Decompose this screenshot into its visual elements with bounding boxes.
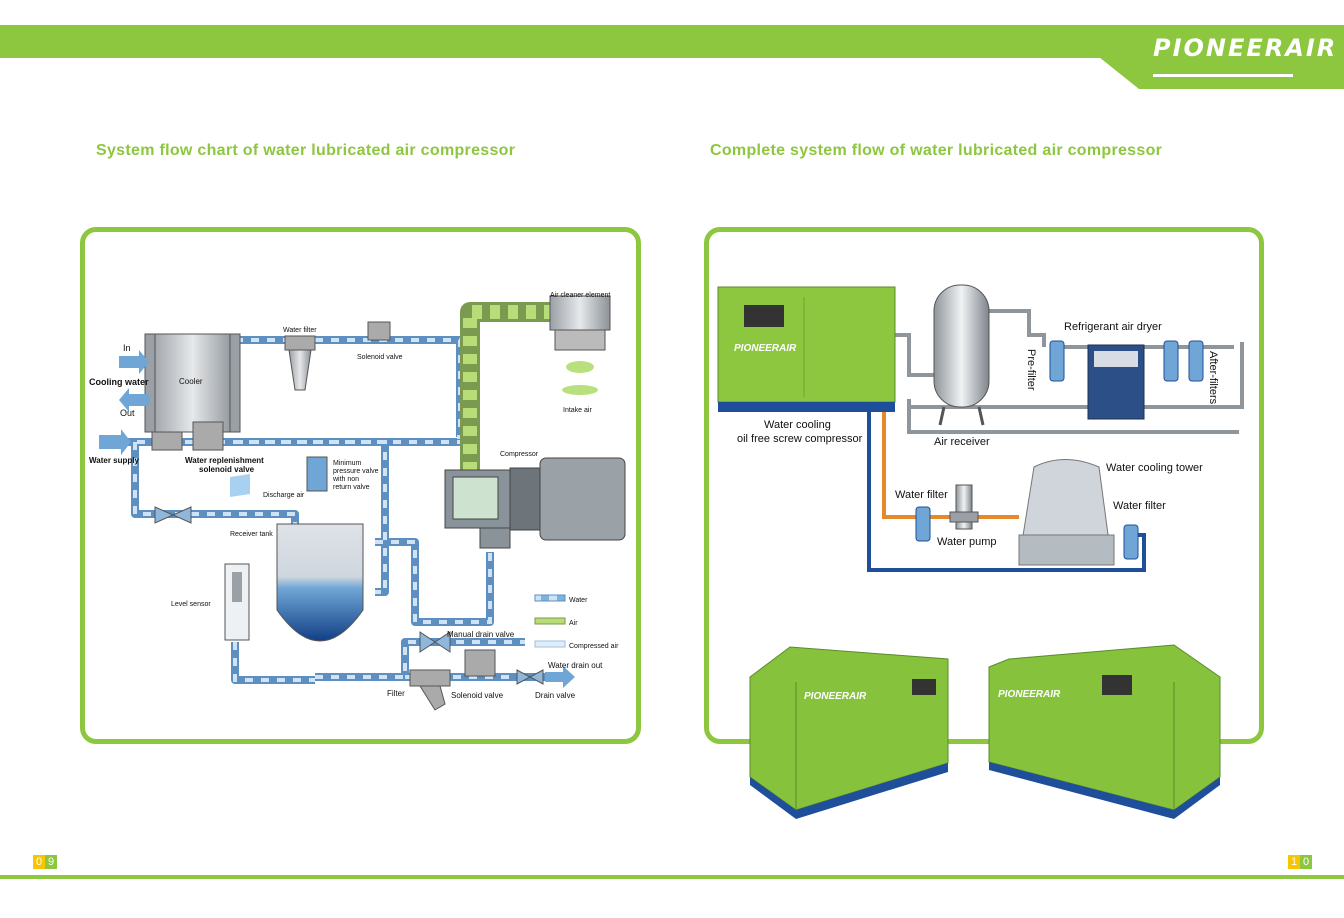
label-solenoid-valve-top: Solenoid valve [357, 354, 403, 361]
label-receiver-tank: Receiver tank [230, 531, 273, 538]
label-water-supply: Water supply [89, 456, 139, 465]
label-water-drain-out: Water drain out [548, 661, 603, 670]
cooler [144, 333, 241, 433]
unit-left-logo: PIONEERAIR [804, 691, 867, 702]
compressor [444, 457, 626, 549]
air-receiver [933, 284, 990, 426]
water-cooling-tower [1018, 459, 1115, 566]
label-compressor-2: oil free screw compressor [737, 433, 863, 445]
label-after-filters: After-filters [1207, 351, 1219, 405]
unit-right-logo: PIONEERAIR [998, 689, 1061, 700]
label-water-replenishment: Water replenishment [185, 456, 264, 465]
label-air-cleaner: Air cleaner element [550, 292, 610, 299]
solenoid-valve-top [367, 321, 391, 341]
logo-tab [1094, 25, 1344, 89]
page-number-right: 1 0 [1288, 855, 1312, 869]
label-cooling-tower: Water cooling tower [1106, 462, 1203, 474]
label-drain-valve: Drain valve [535, 691, 576, 700]
footer-bar [0, 875, 1344, 879]
page-digit: 1 [1288, 855, 1300, 869]
solenoid-valve-bottom [464, 649, 496, 677]
right-title: Complete system flow of water lubricated… [710, 142, 1163, 159]
label-pre-filter: Pre-filter [1025, 349, 1037, 391]
page-digit: 9 [45, 855, 57, 869]
complete-system-diagram: PIONEERAIR PIONEERAIR [717, 284, 1244, 819]
label-air-receiver: Air receiver [934, 436, 990, 448]
label-filter: Filter [387, 689, 405, 698]
label-min-pressure-2: pressure valve [333, 468, 379, 475]
compressor-unit-left: PIONEERAIR [749, 646, 949, 819]
label-compressor-1: Water cooling [764, 419, 831, 431]
refrigerant-air-dryer [1087, 344, 1145, 420]
page-number-left: 0 9 [33, 855, 57, 869]
label-level-sensor: Level sensor [171, 601, 211, 608]
label-refrigerant-dryer: Refrigerant air dryer [1064, 321, 1162, 333]
label-min-pressure-4: return valve [333, 484, 370, 491]
discharge-air [230, 474, 250, 497]
water-lubricated-flow-diagram: In Cooling water Out Cooler Water filter… [89, 292, 626, 711]
label-water-filter: Water filter [283, 327, 317, 334]
compressor-logo: PIONEERAIR [734, 343, 797, 354]
left-diagram-panel: In Cooling water Out Cooler Water filter… [80, 227, 641, 744]
water-filter-right [1123, 524, 1139, 560]
after-filters [1163, 340, 1204, 382]
water-pump [949, 484, 979, 530]
strainer [151, 431, 183, 451]
left-title: System flow chart of water lubricated ai… [96, 142, 516, 159]
manual-drain-valve [419, 631, 436, 653]
legend-water: Water [569, 597, 588, 604]
pre-filter [1049, 340, 1065, 382]
label-min-pressure-3: with non [332, 476, 359, 483]
label-solenoid-valve-bottom: Solenoid valve [451, 691, 504, 700]
air-cleaner-element [549, 295, 611, 395]
label-cooling-water: Cooling water [89, 377, 149, 387]
water-cooling-compressor: PIONEERAIR [717, 286, 896, 412]
gate-valve [154, 506, 175, 524]
legend [534, 594, 566, 648]
label-compressor: Compressor [500, 451, 539, 458]
label-water-filter-right: Water filter [1113, 500, 1166, 512]
label-solenoid-valve-rep: solenoid valve [199, 465, 255, 474]
compressor-unit-right: PIONEERAIR [988, 644, 1221, 819]
receiver-tank [276, 523, 364, 642]
label-discharge-air: Discharge air [263, 492, 305, 499]
replenishment-solenoid-valve [192, 421, 224, 451]
page-digit: 0 [33, 855, 45, 869]
brand-logo: PIONEERAIR [1153, 34, 1338, 62]
label-intake-air: Intake air [563, 407, 592, 414]
page-digit: 0 [1300, 855, 1312, 869]
legend-compressed-air: Compressed air [569, 643, 619, 650]
label-min-pressure-1: Minimum [333, 460, 362, 467]
air-pipe [460, 302, 550, 472]
label-water-pump: Water pump [937, 536, 997, 548]
minimum-pressure-valve [306, 456, 328, 492]
drain-filter [409, 669, 451, 711]
label-cooler: Cooler [179, 377, 203, 386]
label-out: Out [120, 408, 135, 418]
label-water-filter-left: Water filter [895, 489, 948, 501]
water-filter-top [284, 335, 316, 391]
label-manual-drain: Manual drain valve [447, 630, 515, 639]
legend-air: Air [569, 620, 578, 627]
water-filter-left [915, 506, 931, 542]
brand-logo-underline [1153, 74, 1293, 77]
drain-valve [516, 669, 532, 685]
label-in: In [123, 343, 131, 353]
